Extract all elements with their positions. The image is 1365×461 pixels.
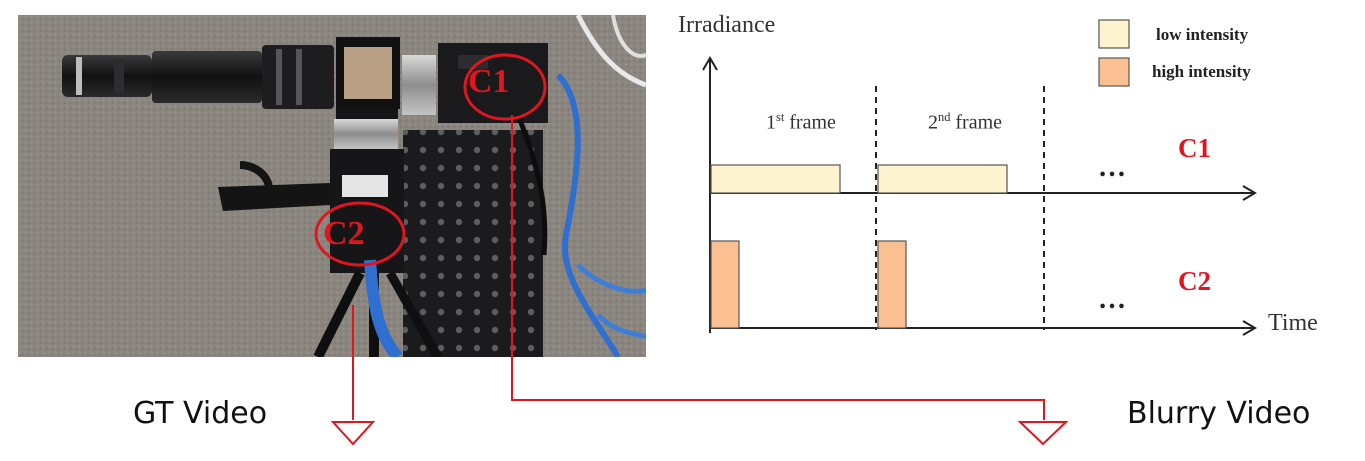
y-axis-label: Irradiance: [678, 12, 776, 38]
gt-arrowhead-icon: [330, 421, 376, 446]
c1-callout-ellipse: [463, 53, 547, 121]
photo-label-c2: C2: [323, 215, 365, 252]
photo-label-c1: C1: [468, 63, 510, 100]
c1-exposure-frame2: [877, 164, 1008, 194]
c1-ellipsis: …: [1098, 152, 1126, 183]
c1-exposure-frame1: [710, 164, 841, 194]
c2-exposure-frame2: [877, 240, 907, 329]
c2-callout-ellipse: [314, 201, 406, 267]
legend-label-high: high intensity: [1152, 62, 1251, 81]
camera-rig-illustration: [18, 15, 646, 357]
frame1-number: 1: [766, 111, 776, 134]
x-axis-label: Time: [1268, 310, 1318, 336]
x-axis-arrow: [1242, 320, 1257, 336]
blurry-video-label: Blurry Video: [1127, 396, 1311, 431]
frame2-ordinal: nd: [938, 110, 951, 124]
frame1-word: frame: [784, 111, 836, 134]
frame2-word: frame: [950, 111, 1003, 134]
frame2-number: 2: [928, 111, 938, 134]
frame2-label: 2nd frame: [928, 110, 1002, 135]
gt-video-label: GT Video: [133, 396, 268, 431]
legend-swatch-high: [1098, 57, 1130, 87]
row-label-c1: C1: [1178, 133, 1211, 163]
camera-rig-photo: C1 C2: [18, 15, 646, 357]
frame1-label: 1st frame: [766, 110, 836, 135]
legend-label-low: low intensity: [1156, 25, 1249, 44]
c2-exposure-frame1: [710, 240, 740, 329]
y-axis-arrow: [702, 56, 718, 71]
c1-time-axis-arrow: [1242, 185, 1257, 201]
c1-routing-line: [511, 115, 1045, 420]
blurry-arrowhead-icon: [1017, 421, 1069, 446]
row-label-c2: C2: [1178, 266, 1211, 296]
frame1-ordinal: st: [776, 110, 785, 124]
c2-ellipsis: …: [1098, 284, 1126, 315]
legend-swatch-low: [1098, 19, 1130, 49]
